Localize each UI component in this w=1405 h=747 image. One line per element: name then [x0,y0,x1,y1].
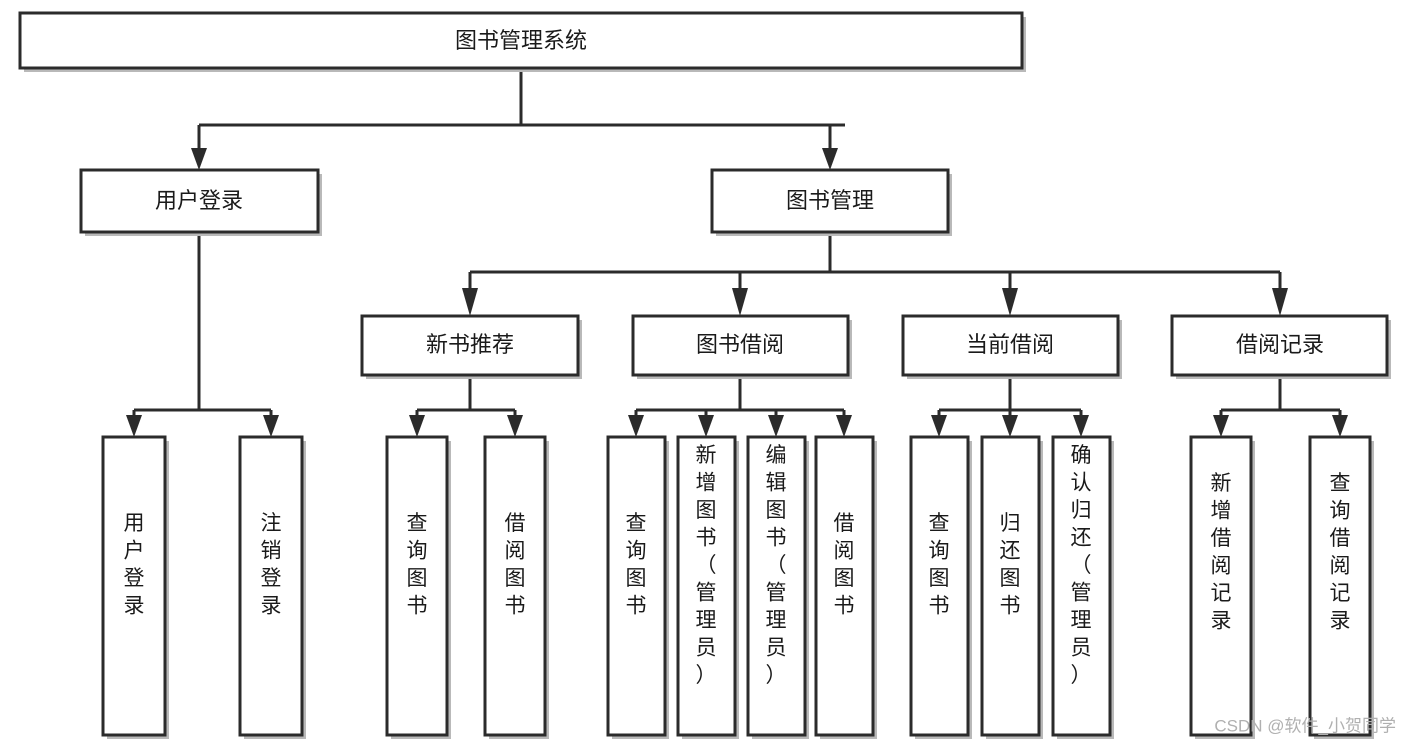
leaf-node-borrow-book[interactable]: 借阅图书 [814,435,877,739]
leaf-borrow-book-a-label: 借阅图书 [505,512,526,618]
leaf-edit-book-box [746,435,807,737]
connector-new-book-recommend-branch [415,375,517,418]
leaf-add-book-box [676,435,737,737]
node-book-borrow-box [631,314,850,377]
node-book-management-label: 图书管理 [786,188,874,213]
csdn-watermark: CSDN @软件_小贺同学 [1214,716,1396,735]
node-current-borrow[interactable]: 当前借阅 [901,314,1122,379]
arrow-to-leaf-confirm-return [1073,415,1089,437]
node-book-borrow[interactable]: 图书借阅 [631,314,852,379]
node-current-borrow-label: 当前借阅 [966,332,1054,357]
arrow-to-leaf-user-login [126,415,142,437]
node-new-book-recommend-label: 新书推荐 [426,332,514,357]
arrow-to-current-borrow [1002,288,1018,316]
arrow-to-leaf-borrow-book-a [507,415,523,437]
leaf-query-book-c-label: 查询图书 [929,512,950,618]
leaf-node-add-borrow-record[interactable]: 新增借阅记录 [1189,435,1255,739]
arrow-to-leaf-edit-book [768,415,784,437]
leaf-node-edit-book[interactable]: 编辑图书（管理员） [746,435,809,739]
connector-borrow-record-branch [1219,375,1342,418]
leaf-borrow-book-b-label: 借阅图书 [834,512,855,618]
node-borrow-record-box [1170,314,1389,377]
leaf-query-book-a-box [385,435,449,737]
leaf-add-record-box [1189,435,1253,737]
leaf-query-book-b-label: 查询图书 [626,512,647,618]
leaf-query-record-box [1308,435,1372,737]
arrow-to-book-borrow [732,288,748,316]
leaf-confirm-return-label: 确认归还（管理员） [1071,444,1092,687]
arrow-to-book-management [822,148,838,170]
leaf-node-borrow-book-recommend[interactable]: 借阅图书 [483,435,549,739]
leaf-add-record-label: 新增借阅记录 [1211,472,1232,633]
connector-current-borrow-branch [937,375,1083,418]
node-new-book-recommend-box [360,314,580,377]
arrow-to-leaf-query-book-b [628,415,644,437]
arrow-to-leaf-borrow-book-b [836,415,852,437]
arrow-to-leaf-add-record [1213,415,1229,437]
leaf-user-login-box [101,435,167,737]
node-new-book-recommend[interactable]: 新书推荐 [360,314,582,379]
connector-book-management-branch [468,232,1282,290]
arrow-to-leaf-query-record [1332,415,1348,437]
connector-user-login-branch [132,232,273,418]
node-root-label: 图书管理系统 [455,28,587,53]
leaf-add-book-label: 新增图书（管理员） [696,444,717,687]
leaf-node-query-book-borrow[interactable]: 查询图书 [606,435,669,739]
node-root-box [18,11,1024,70]
node-user-login-box [79,168,320,234]
node-root[interactable]: 图书管理系统 [18,11,1026,72]
leaf-logout-box [238,435,304,737]
arrow-to-leaf-return-book [1002,415,1018,437]
leaf-confirm-return-box [1051,435,1112,737]
arrow-to-leaf-query-book-a [409,415,425,437]
arrow-to-leaf-add-book [698,415,714,437]
arrow-to-leaf-query-book-c [931,415,947,437]
connector-book-borrow-branch [634,375,846,418]
leaf-user-login-label: 用户登录 [124,512,145,618]
node-book-management-box [710,168,950,234]
leaf-query-record-label: 查询借阅记录 [1330,472,1351,633]
leaf-query-book-c-box [909,435,970,737]
leaf-query-book-b-box [606,435,667,737]
arrow-to-user-login [191,148,207,170]
leaf-return-book-label: 归还图书 [1000,512,1021,618]
leaf-node-query-book-recommend[interactable]: 查询图书 [385,435,451,739]
node-borrow-record[interactable]: 借阅记录 [1170,314,1391,379]
connector-layer [126,68,1348,437]
node-user-login[interactable]: 用户登录 [79,168,322,236]
leaf-borrow-book-b-box [814,435,875,737]
node-current-borrow-box [901,314,1120,377]
node-user-login-label: 用户登录 [155,188,243,213]
leaf-edit-book-label: 编辑图书（管理员） [766,444,787,687]
leaf-borrow-book-a-box [483,435,547,737]
leaf-node-confirm-return[interactable]: 确认归还（管理员） [1051,435,1114,739]
leaf-logout-label: 注销登录 [261,512,282,618]
node-book-borrow-label: 图书借阅 [696,332,784,357]
leaf-return-book-box [980,435,1041,737]
arrow-to-borrow-record [1272,288,1288,316]
leaf-node-add-book[interactable]: 新增图书（管理员） [676,435,739,739]
node-book-management[interactable]: 图书管理 [710,168,952,236]
leaf-node-user-login[interactable]: 用户登录 [101,435,169,739]
arrow-to-new-book-recommend [462,288,478,316]
leaf-node-logout[interactable]: 注销登录 [238,435,306,739]
leaf-node-return-book[interactable]: 归还图书 [980,435,1043,739]
leaf-query-book-a-label: 查询图书 [407,512,428,618]
node-borrow-record-label: 借阅记录 [1236,332,1324,357]
connector-root-trunk [197,68,845,150]
leaf-node-query-borrow-record[interactable]: 查询借阅记录 [1308,435,1374,739]
arrow-to-leaf-logout [263,415,279,437]
leaf-node-query-book-current[interactable]: 查询图书 [909,435,972,739]
